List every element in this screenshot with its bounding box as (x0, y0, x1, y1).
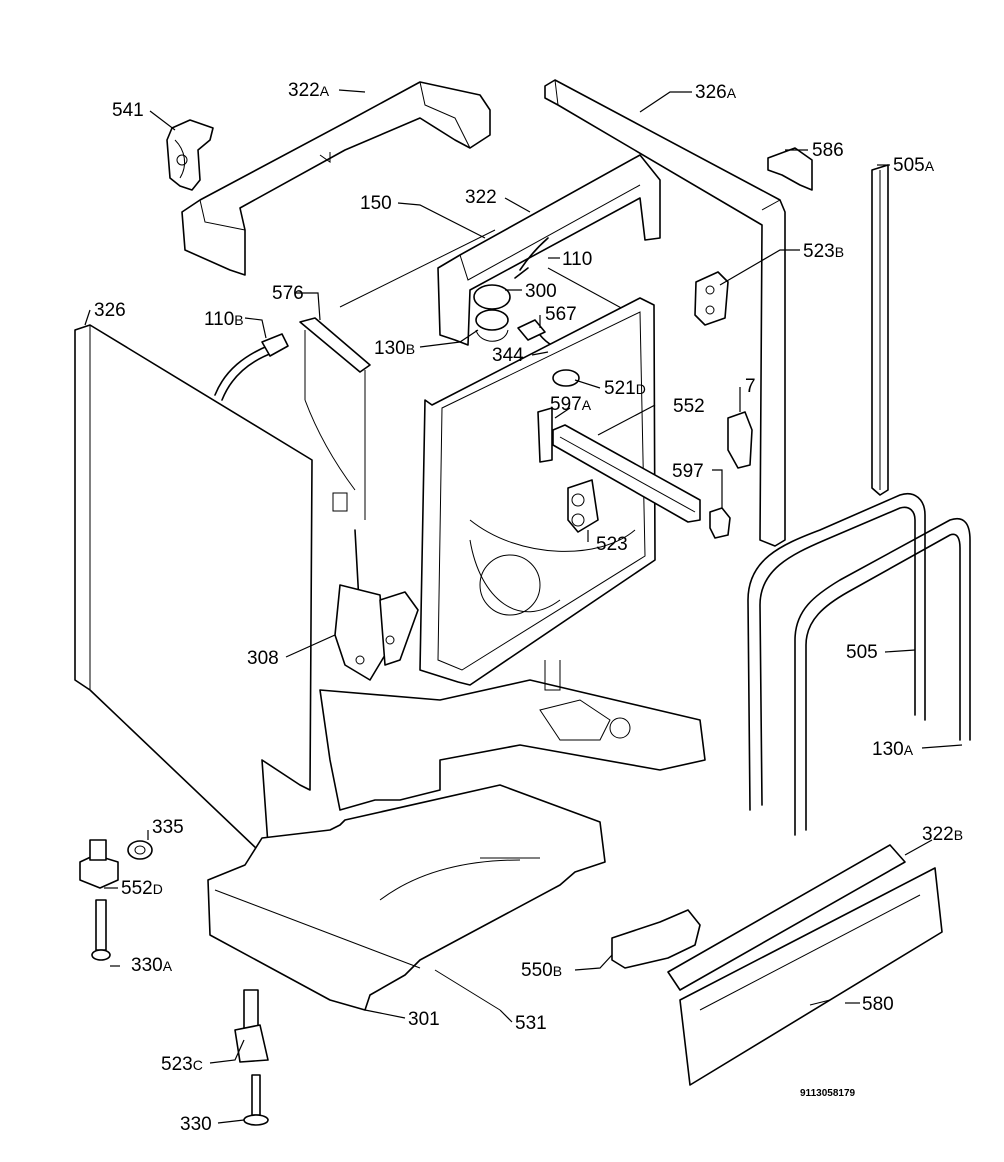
callout-552d: 552D (121, 878, 163, 899)
callout-300: 300 (525, 281, 557, 302)
callout-labels: 541 322A 326A 586 505A 150 322 110 523B … (94, 80, 963, 1135)
part-7-dispenser-latch (727, 411, 753, 469)
part-505-door-gasket (747, 493, 926, 811)
callout-531: 531 (515, 1013, 547, 1034)
callout-552: 552 (673, 396, 705, 417)
part-552-rail (552, 424, 701, 523)
part-505a-seal-strip (871, 164, 889, 496)
callout-322a: 322A (288, 80, 330, 101)
part-552d-valve (79, 839, 119, 889)
callout-326a: 326A (695, 82, 737, 103)
part-322b-kick-rail (667, 844, 906, 991)
part-150-top-cover-edge (339, 229, 496, 308)
part-523-nozzle-block (567, 479, 599, 533)
callout-523c: 523C (161, 1054, 203, 1075)
callout-344: 344 (492, 345, 524, 366)
part-521d-grommet (552, 369, 580, 387)
part-326a-side-panel (544, 79, 786, 547)
callout-597a: 597A (550, 394, 592, 415)
leader-lines (84, 89, 963, 1124)
part-523c-bracket (234, 989, 269, 1063)
callout-301: 301 (408, 1009, 440, 1030)
part-322-top-crossbar (437, 154, 661, 346)
part-541-door-lock (166, 119, 214, 191)
part-322a-top-rail (181, 81, 491, 276)
callout-326: 326 (94, 300, 126, 321)
part-586-clip (767, 147, 813, 191)
callout-580: 580 (862, 994, 894, 1015)
part-150-top-cover-edge-2 (547, 267, 626, 311)
callout-322b: 322B (922, 824, 963, 845)
part-tub-body (419, 297, 656, 686)
part-335-nut (127, 840, 153, 860)
callout-308: 308 (247, 648, 279, 669)
part-580-kickplate (679, 867, 943, 1086)
callout-130a: 130A (872, 739, 914, 760)
callout-335: 335 (152, 817, 184, 838)
callout-330a: 330A (131, 955, 173, 976)
part-110b-hose (214, 333, 289, 401)
callout-586: 586 (812, 140, 844, 161)
callout-550b: 550B (521, 960, 562, 981)
part-523b-bracket (694, 271, 729, 326)
part-300-inlet-assembly (473, 237, 549, 342)
callout-505: 505 (846, 642, 878, 663)
part-330a-screw (91, 899, 111, 961)
part-597a-clip (537, 407, 553, 463)
part-597-clip (709, 507, 731, 539)
callout-576: 576 (272, 283, 304, 304)
callout-130b: 130B (374, 338, 415, 359)
callout-110b: 110B (204, 309, 244, 330)
part-550b-bracket (611, 909, 701, 969)
part-326-side-panel (74, 324, 313, 851)
callout-523: 523 (596, 534, 628, 555)
callout-597: 597 (672, 461, 704, 482)
document-number: 9113058179 (800, 1088, 856, 1099)
callout-567: 567 (545, 304, 577, 325)
callout-7: 7 (745, 376, 756, 397)
callout-150: 150 (360, 193, 392, 214)
callout-541: 541 (112, 100, 144, 121)
callout-523b: 523B (803, 241, 844, 262)
callout-521d: 521D (604, 378, 646, 399)
callout-322: 322 (465, 187, 497, 208)
callout-110: 110 (562, 249, 592, 270)
part-308-hinge-mechanism (334, 529, 419, 681)
part-576-hinge-strip (299, 317, 371, 520)
callout-330: 330 (180, 1114, 212, 1135)
part-330-screw (243, 1074, 269, 1126)
callout-505a: 505A (893, 155, 935, 176)
part-base-frame (319, 660, 706, 811)
part-301-base-pan (207, 784, 606, 1011)
part-130a-door-gasket (794, 518, 971, 836)
